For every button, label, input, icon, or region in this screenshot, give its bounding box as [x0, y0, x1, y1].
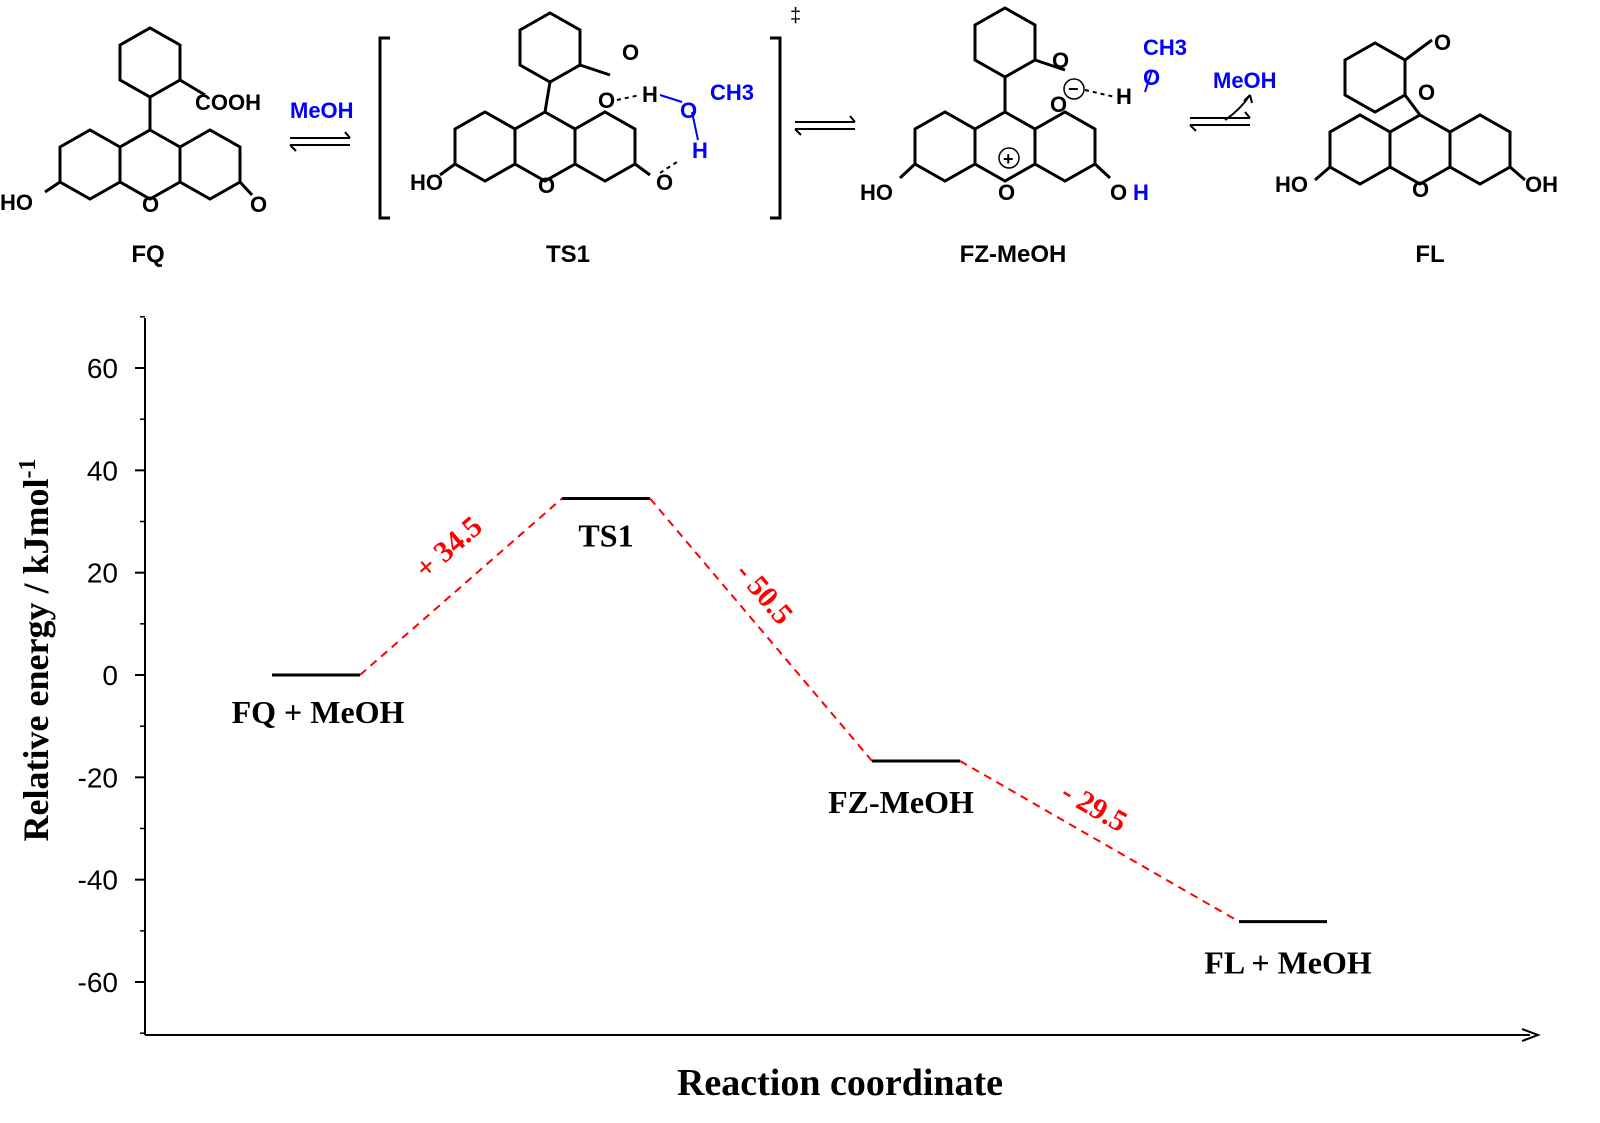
compound-label-fz-meoh: FZ-MeOH — [960, 241, 1067, 268]
ts1-ho-label: HO — [410, 170, 443, 195]
y-tick-label: 60 — [87, 353, 118, 384]
fz-ho-label: HO — [860, 180, 893, 205]
y-axis-label-main: Relative energy / kJmol — [16, 479, 56, 842]
ts-double-dagger: ‡ — [790, 5, 801, 27]
reaction-scheme: COOH HO O O O O H HO O O O O HO O O O O … — [0, 5, 1558, 268]
fl-oh-label: OH — [1525, 172, 1558, 197]
compound-label-fq: FQ — [131, 241, 164, 268]
ts1-ring-o-label: O — [538, 173, 555, 198]
fz-minus-circle — [1063, 78, 1085, 100]
fz-minus-charge: − — [1068, 79, 1079, 99]
fq-cooh-label: COOH — [195, 90, 261, 115]
energy-level-label: FQ + MeOH — [232, 694, 405, 730]
y-tick-label: -20 — [78, 762, 118, 793]
fl-carbonyl-o-label: O — [1434, 30, 1451, 55]
fz-h-label: H — [1116, 84, 1132, 109]
fz-o-mid-label: O — [1050, 92, 1067, 117]
energy-level-label: FL + MeOH — [1204, 945, 1372, 981]
energy-level-label: FZ-MeOH — [828, 784, 974, 820]
compound-label-ts1: TS1 — [546, 241, 590, 268]
energy-level-label: TS1 — [578, 517, 633, 553]
y-tick-label: 20 — [87, 558, 118, 589]
reagent-meoh-3: MeOH — [1213, 68, 1277, 93]
ts1-o-top-label: O — [622, 40, 639, 65]
ts1-o-mid-label: O — [598, 88, 615, 113]
y-tick-label: 0 — [102, 660, 118, 691]
y-tick-label: -40 — [78, 865, 118, 896]
fq-ho-label: HO — [0, 190, 33, 215]
y-tick-label: 40 — [87, 455, 118, 486]
fz-ring-o-label: O — [998, 180, 1015, 205]
transition-line — [359, 497, 563, 676]
fq-structure — [44, 26, 254, 201]
y-axis-label-exponent: -1 — [15, 459, 41, 479]
fl-lactone-o-label: O — [1418, 80, 1435, 105]
fz-o-right-label: O — [1110, 180, 1127, 205]
ts1-o-me-label: O — [680, 98, 697, 123]
fz-h-right-label: H — [1133, 180, 1149, 205]
fq-ring-o-label: O — [142, 192, 159, 217]
fz-o-me-label: O — [1143, 65, 1160, 90]
fl-structure — [1314, 38, 1526, 186]
fl-ho-label: HO — [1275, 172, 1308, 197]
methanol-bonds — [659, 69, 1153, 141]
ts1-ch3-label: CH3 — [710, 80, 754, 105]
hydrogen-bonds — [616, 89, 1116, 174]
fz-meoh-structure — [898, 6, 1112, 183]
transition-line — [959, 760, 1240, 923]
transition-connectors: + 34.5- 50.5- 29.5 — [359, 497, 1240, 923]
fz-plus-circle — [998, 147, 1020, 169]
axes — [144, 318, 1541, 1042]
fz-o-top-label: O — [1052, 48, 1069, 73]
ts1-o-right-label: O — [656, 170, 673, 195]
ts1-structure — [378, 11, 782, 220]
ts1-h2-label: H — [692, 138, 708, 163]
fq-keto-o-label: O — [250, 192, 267, 217]
x-axis-arrow — [1521, 1028, 1541, 1042]
fz-plus-charge: + — [1003, 149, 1014, 169]
compound-label-fl: FL — [1415, 241, 1444, 268]
y-tick-label: -60 — [78, 967, 118, 998]
y-axis-label: Relative energy / kJmol-1 — [15, 459, 56, 842]
fl-ring-o-label: O — [1412, 177, 1429, 202]
transition-line — [649, 497, 873, 762]
x-axis-label: Reaction coordinate — [677, 1062, 1003, 1104]
fz-ch3-label: CH3 — [1143, 35, 1187, 60]
y-ticks: 60 40 20 0 -20 -40 -60 — [78, 316, 145, 1034]
reagent-meoh-1: MeOH — [290, 98, 354, 123]
equilibrium-arrows — [289, 94, 1253, 152]
transition-energy-label: - 50.5 — [729, 556, 799, 631]
transition-energy-label: - 29.5 — [1056, 775, 1133, 839]
ts1-h1-label: H — [642, 82, 658, 107]
